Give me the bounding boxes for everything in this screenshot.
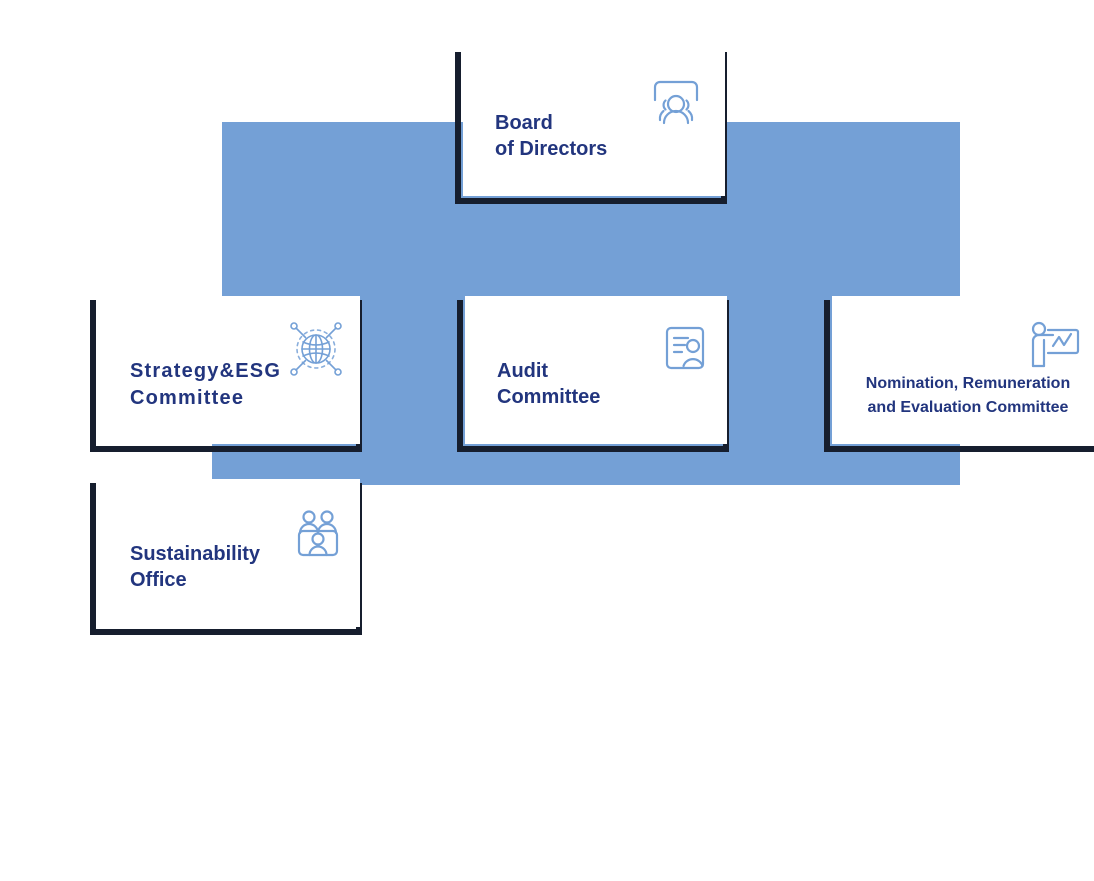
- node-label: Audit Committee: [497, 360, 601, 408]
- team-table-icon: [290, 507, 346, 563]
- presenter-chart-icon: [1024, 318, 1084, 374]
- card-frame: [824, 300, 1094, 452]
- node-nomination-remuneration-evaluation-committee[interactable]: Nomination, Remuneration and Evaluation …: [824, 296, 1094, 452]
- node-label: Strategy&ESG Committee: [130, 360, 282, 409]
- group-of-people-icon: [647, 74, 705, 132]
- card-panel: Sustainability Office: [98, 479, 360, 627]
- card-panel: Strategy&ESG Committee: [98, 296, 360, 444]
- card-panel: Audit Committee: [465, 296, 727, 444]
- node-sustainability-office[interactable]: Sustainability Office: [90, 479, 362, 635]
- card-panel: Nomination, Remuneration and Evaluation …: [832, 296, 1094, 444]
- node-audit-committee[interactable]: Audit Committee: [457, 296, 729, 452]
- globe-network-icon: [286, 318, 346, 380]
- node-board-of-directors[interactable]: Board of Directors: [455, 48, 727, 204]
- document-person-icon: [657, 320, 713, 376]
- card-panel: Board of Directors: [463, 48, 725, 196]
- node-label: Nomination, Remuneration and Evaluation …: [865, 375, 1071, 416]
- node-label: Board of Directors: [495, 112, 608, 160]
- node-strategy-esg-committee[interactable]: Strategy&ESG Committee: [90, 296, 362, 452]
- connector-line-strategy-to-sustainability: [224, 430, 229, 488]
- node-label: Sustainability Office: [130, 543, 261, 591]
